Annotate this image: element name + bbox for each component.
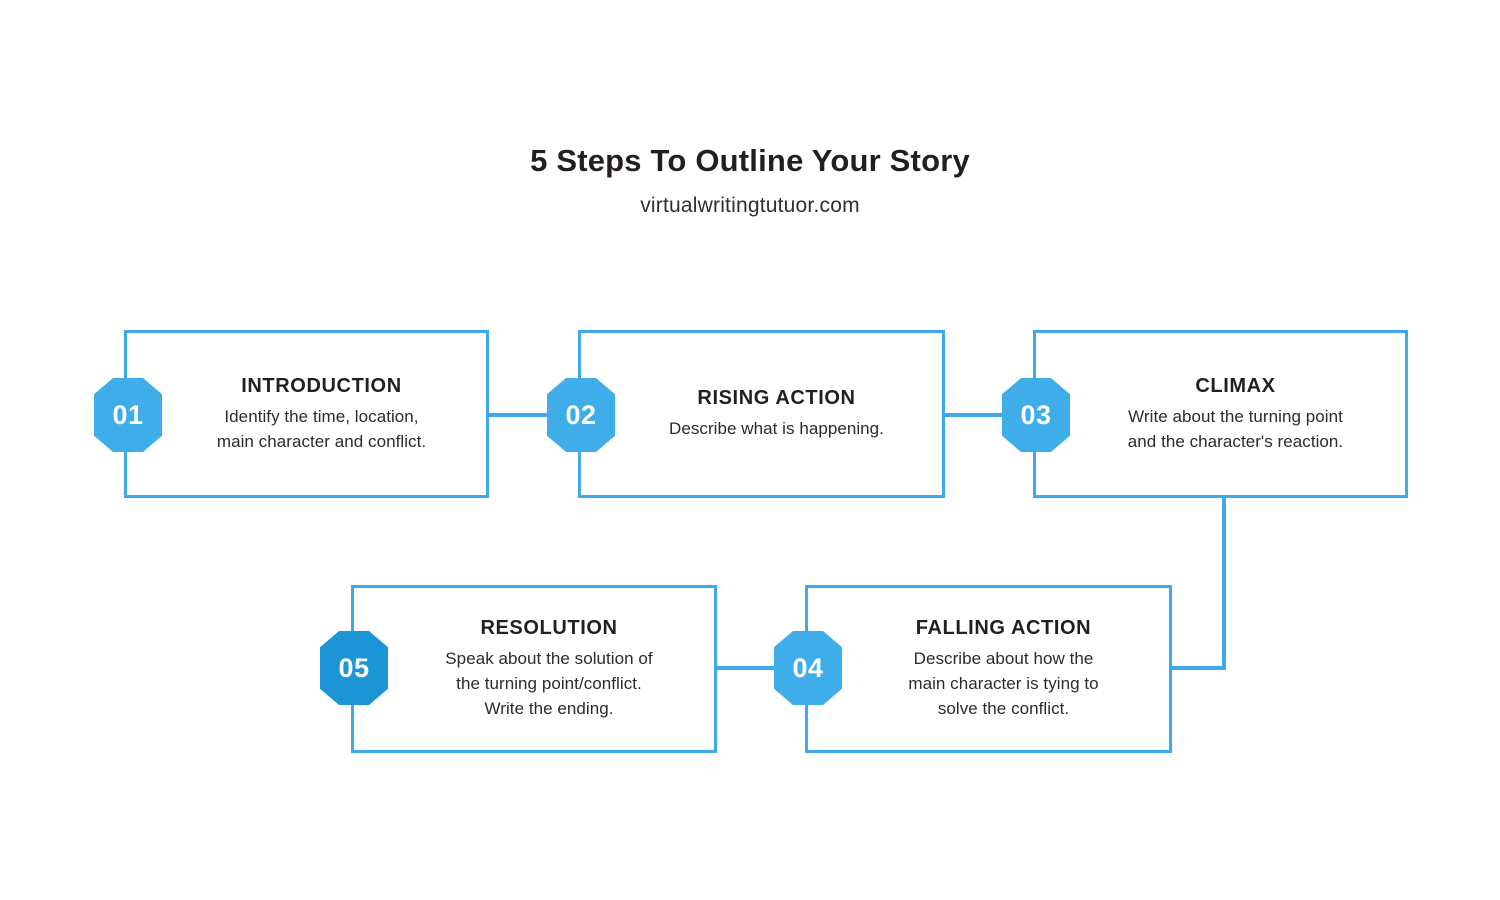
step-badge-04[interactable]: 04 <box>774 631 842 705</box>
connector-03-to-04-vertical <box>1222 495 1226 670</box>
page-subtitle: virtualwritingtutuor.com <box>640 194 860 218</box>
step-body-05: RESOLUTION Speak about the solution of t… <box>354 588 714 750</box>
connector-05-to-04 <box>717 666 809 670</box>
step-desc-line: Write the ending. <box>484 698 614 718</box>
step-body-02: RISING ACTION Describe what is happening… <box>581 333 942 495</box>
step-desc-01: Identify the time, location, main charac… <box>217 405 426 455</box>
step-desc-line: and the character's reaction. <box>1127 431 1344 451</box>
step-desc-line: the turning point/conflict. <box>456 674 642 694</box>
step-box-01[interactable]: INTRODUCTION Identify the time, location… <box>124 330 489 498</box>
step-badge-02[interactable]: 02 <box>547 378 615 452</box>
step-desc-line: Speak about the solution of <box>445 649 653 669</box>
step-title-05: RESOLUTION <box>480 617 618 640</box>
step-box-05[interactable]: RESOLUTION Speak about the solution of t… <box>351 585 717 753</box>
step-title-04: FALLING ACTION <box>915 617 1092 640</box>
page-title: 5 Steps To Outline Your Story <box>530 143 970 178</box>
step-desc-line: main character and conflict. <box>216 431 427 451</box>
step-desc-line: Identify the time, location, <box>224 406 419 426</box>
step-desc-line: Write about the turning point <box>1128 406 1343 426</box>
step-box-03[interactable]: CLIMAX Write about the turning point and… <box>1033 330 1408 498</box>
step-title-03: CLIMAX <box>1195 374 1276 397</box>
step-box-02[interactable]: RISING ACTION Describe what is happening… <box>578 330 945 498</box>
header: 5 Steps To Outline Your Story virtualwri… <box>0 142 1500 218</box>
step-desc-04: Describe about how the main character is… <box>908 647 1098 721</box>
step-body-01: INTRODUCTION Identify the time, location… <box>127 333 486 495</box>
step-number-02: 02 <box>565 399 597 430</box>
step-title-02: RISING ACTION <box>697 387 856 410</box>
step-desc-02: Describe what is happening. <box>669 417 884 442</box>
step-desc-line: Describe what is happening. <box>669 419 884 439</box>
step-body-03: CLIMAX Write about the turning point and… <box>1036 333 1405 495</box>
step-desc-line: main character is tying to <box>908 674 1099 694</box>
step-title-01: INTRODUCTION <box>241 374 402 397</box>
step-number-04: 04 <box>792 652 824 683</box>
step-desc-line: solve the conflict. <box>937 698 1070 718</box>
step-badge-01[interactable]: 01 <box>94 378 162 452</box>
step-badge-05[interactable]: 05 <box>320 631 388 705</box>
connector-03-to-04-horizontal <box>1169 666 1226 670</box>
step-number-01: 01 <box>112 399 144 430</box>
step-desc-line: Describe about how the <box>913 649 1094 669</box>
step-desc-05: Speak about the solution of the turning … <box>445 647 652 721</box>
connector-02-to-03 <box>945 413 1037 417</box>
step-desc-03: Write about the turning point and the ch… <box>1128 405 1343 455</box>
step-box-04[interactable]: FALLING ACTION Describe about how the ma… <box>805 585 1172 753</box>
step-number-03: 03 <box>1020 399 1052 430</box>
step-number-05: 05 <box>338 652 370 683</box>
connector-01-to-02 <box>489 413 581 417</box>
step-badge-03[interactable]: 03 <box>1002 378 1070 452</box>
step-body-04: FALLING ACTION Describe about how the ma… <box>808 588 1169 750</box>
